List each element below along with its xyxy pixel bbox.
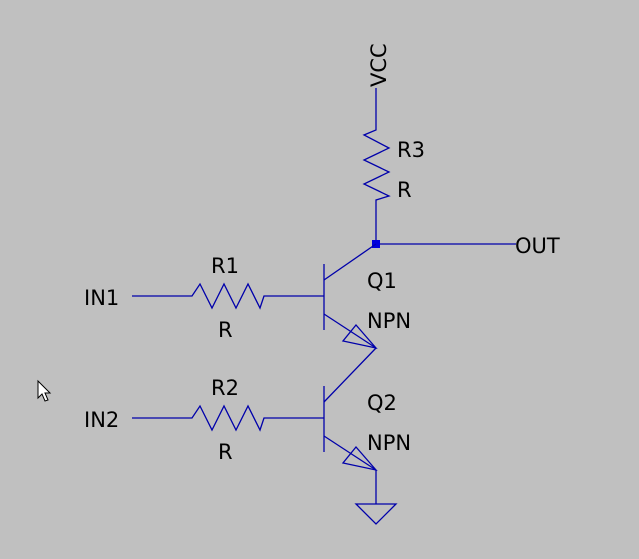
q1-name: Q1 <box>367 269 397 293</box>
transistor-q1[interactable] <box>323 243 378 350</box>
r2-value: R <box>218 440 233 464</box>
mouse-pointer-icon <box>37 379 52 402</box>
q2-name: Q2 <box>367 391 397 415</box>
resistor-r3[interactable] <box>362 88 391 244</box>
vcc-label: VCC <box>367 43 391 87</box>
ground-icon <box>354 470 398 525</box>
out-label: OUT <box>515 234 560 258</box>
q2-model: NPN <box>367 431 411 455</box>
in2-label: IN2 <box>84 408 119 432</box>
r3-name: R3 <box>397 138 425 162</box>
resistor-r1[interactable] <box>132 282 324 310</box>
in1-label: IN1 <box>84 286 119 310</box>
r1-value: R <box>218 318 233 342</box>
r1-name: R1 <box>211 254 239 278</box>
r2-name: R2 <box>211 376 239 400</box>
resistor-r2[interactable] <box>132 404 324 432</box>
r3-value: R <box>397 178 412 202</box>
transistor-q2[interactable] <box>323 347 378 472</box>
q1-model: NPN <box>367 309 411 333</box>
